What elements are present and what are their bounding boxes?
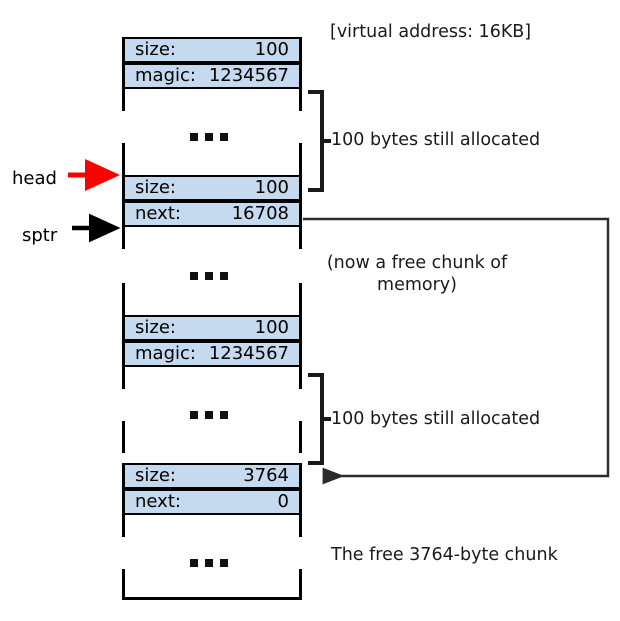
block-2-size-label: size: — [135, 177, 176, 198]
block-2-size-row: size: 100 — [122, 175, 302, 201]
block-1-magic-row: magic: 1234567 — [122, 63, 302, 89]
annotation-free-chunk: (now a free chunk of memory) — [312, 253, 522, 297]
block-4-size-value: 3764 — [243, 465, 289, 486]
block-4-ellipsis-icon — [190, 559, 228, 567]
block-3-body-lower — [122, 421, 302, 453]
annotation-free-chunk-line1: (now a free chunk of — [326, 253, 508, 273]
block-4-next-value: 0 — [277, 491, 289, 512]
block-1-body-lower — [122, 143, 302, 175]
block-4-size-row: size: 3764 — [122, 463, 302, 489]
block-1-magic-label: magic: — [135, 65, 196, 86]
block-3-magic-value: 1234567 — [208, 343, 289, 364]
bracket-allocated-2 — [308, 373, 331, 465]
block-3-body-upper — [122, 367, 302, 389]
block-2-next-label: next: — [135, 203, 181, 224]
block-3-size-row: size: 100 — [122, 315, 302, 341]
block-2-size-value: 100 — [254, 177, 289, 198]
block-1-size-value: 100 — [254, 39, 289, 60]
head-pointer-label: head — [12, 168, 57, 189]
annotation-free-3764: The free 3764-byte chunk — [331, 545, 558, 565]
block-2-body-upper — [122, 227, 302, 249]
block-2-next-row: next: 16708 — [122, 201, 302, 227]
block-2-next-value: 16708 — [231, 203, 289, 224]
annotation-free-chunk-line2: memory) — [377, 274, 457, 295]
block-1-body-upper — [122, 89, 302, 111]
block-1-size-row: size: 100 — [122, 37, 302, 63]
block-1-ellipsis-icon — [190, 133, 228, 141]
block-3-size-label: size: — [135, 317, 176, 338]
virtual-address-note: [virtual address: 16KB] — [330, 22, 532, 42]
block-4-next-row: next: 0 — [122, 489, 302, 515]
block-2-ellipsis-icon — [190, 272, 228, 280]
bracket-allocated-1 — [308, 90, 331, 192]
block-3-magic-row: magic: 1234567 — [122, 341, 302, 367]
block-3-ellipsis-icon — [190, 411, 228, 419]
sptr-pointer-label: sptr — [22, 225, 58, 246]
block-3-size-value: 100 — [254, 317, 289, 338]
block-1-size-label: size: — [135, 39, 176, 60]
annotation-allocated-1: 100 bytes still allocated — [331, 130, 541, 150]
block-4-body-lower — [122, 569, 302, 600]
block-1-magic-value: 1234567 — [208, 65, 289, 86]
block-4-body-upper — [122, 515, 302, 537]
block-4-size-label: size: — [135, 465, 176, 486]
annotation-allocated-2: 100 bytes still allocated — [331, 409, 541, 429]
block-3-magic-label: magic: — [135, 343, 196, 364]
block-2-body-lower — [122, 283, 302, 315]
block-4-next-label: next: — [135, 491, 181, 512]
